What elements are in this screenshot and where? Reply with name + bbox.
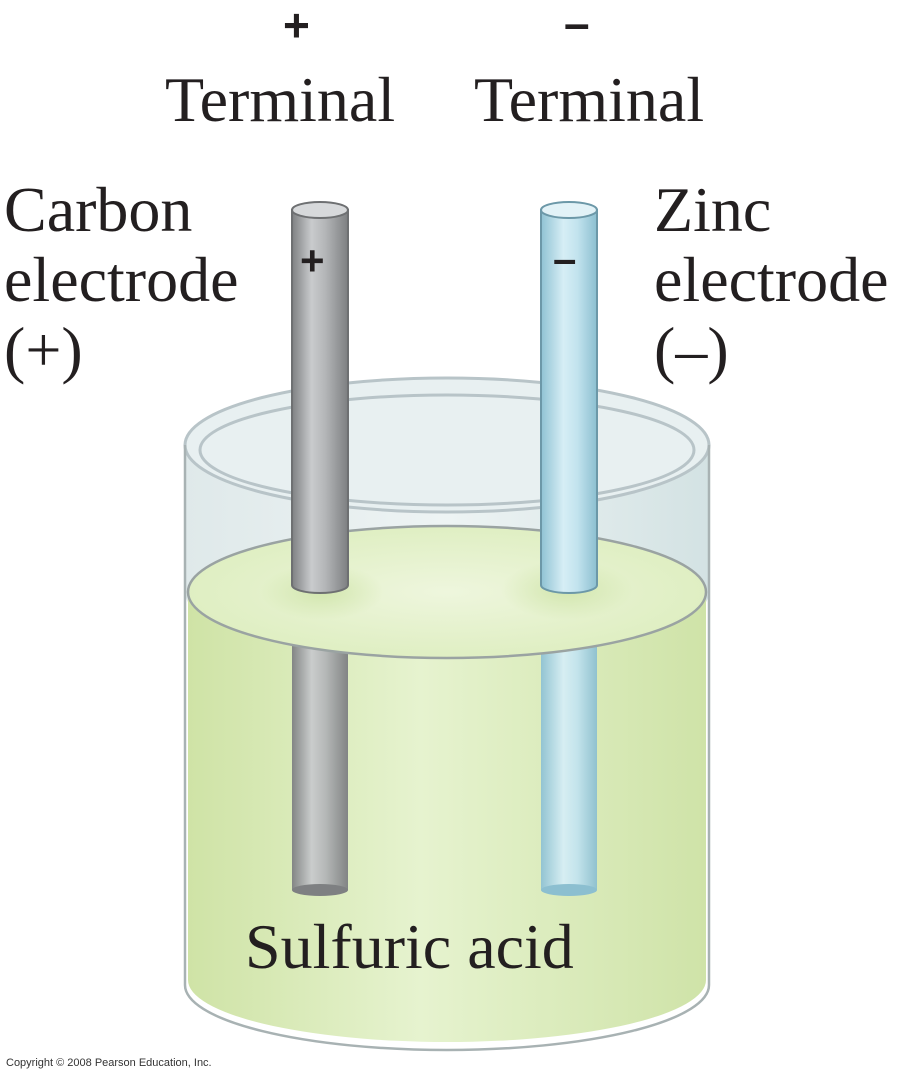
carbon-rod-sign: + — [300, 237, 325, 284]
positive-terminal-label: Terminal — [165, 64, 396, 135]
carbon-electrode-label-line3: (+) — [4, 314, 83, 385]
copyright-notice: Copyright © 2008 Pearson Education, Inc. — [6, 1057, 212, 1069]
negative-terminal-label: Terminal — [474, 64, 705, 135]
carbon-rod-top — [291, 201, 349, 219]
zinc-electrode-label-line1: Zinc — [654, 174, 772, 245]
positive-terminal-sign: + — [283, 0, 310, 51]
carbon-rod — [291, 209, 349, 594]
zinc-electrode-label-line2: electrode — [654, 244, 889, 315]
sulfuric-acid-label: Sulfuric acid — [245, 911, 574, 982]
zinc-rod-top — [540, 201, 598, 219]
zinc-rod-sign: – — [553, 235, 577, 282]
negative-terminal-sign: – — [564, 0, 590, 49]
beaker-rim — [183, 376, 711, 514]
zinc-rod — [540, 209, 598, 594]
carbon-electrode-label-line1: Carbon — [4, 174, 193, 245]
zinc-electrode-label-line3: (–) — [654, 314, 729, 385]
carbon-electrode-label-line2: electrode — [4, 244, 239, 315]
